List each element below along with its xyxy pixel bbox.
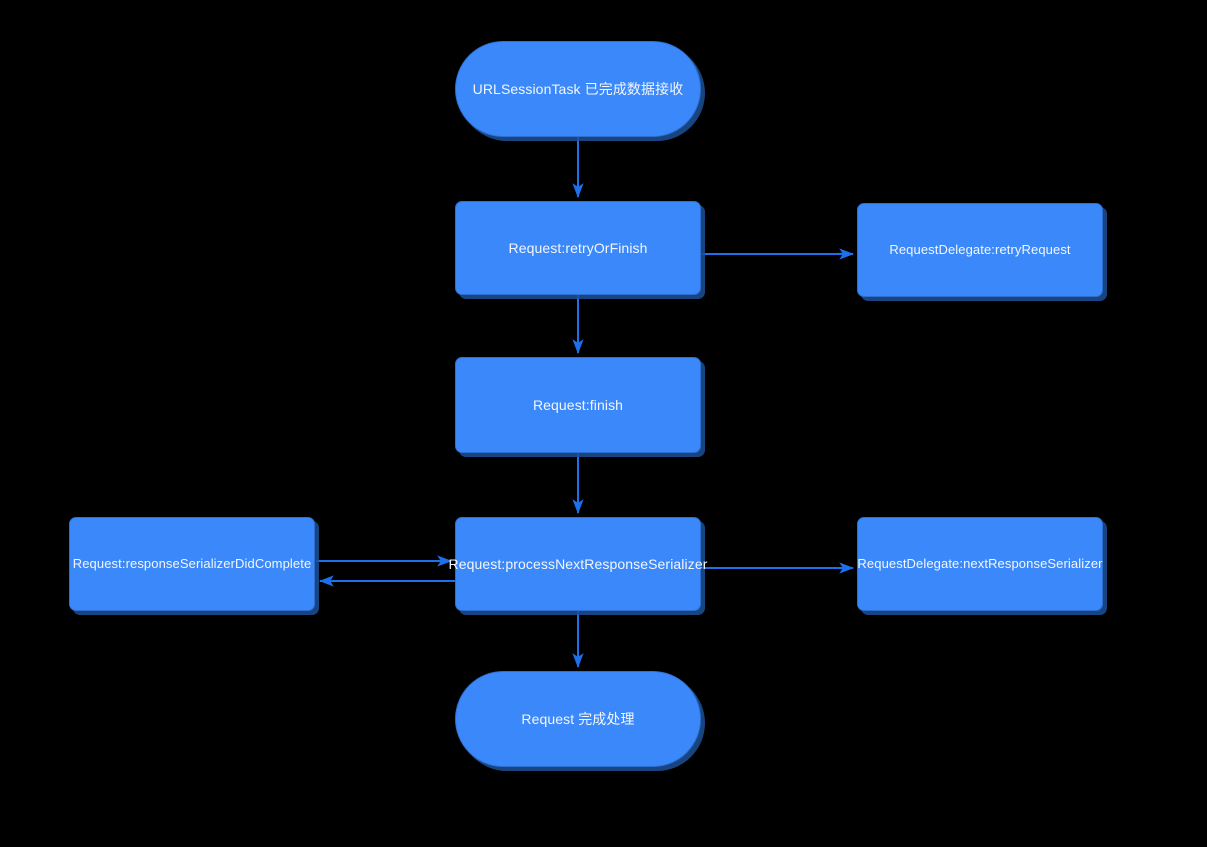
- flow-node-label: Request:retryOrFinish: [508, 239, 648, 256]
- flow-node-label: Request 完成处理: [521, 710, 635, 727]
- flow-node-n4[interactable]: Request:finish: [455, 357, 701, 453]
- flow-node-n3[interactable]: RequestDelegate:retryRequest: [857, 203, 1103, 297]
- flow-node-n6[interactable]: Request:processNextResponseSerializer: [449, 517, 707, 611]
- flow-node-n7[interactable]: RequestDelegate:nextResponseSerializer: [857, 517, 1103, 611]
- flow-node-label: Request:processNextResponseSerializer: [448, 555, 708, 572]
- flow-node-label: Request:finish: [532, 396, 624, 413]
- flow-node-label: RequestDelegate:nextResponseSerializer: [857, 556, 1103, 571]
- flow-node-n5[interactable]: Request:responseSerializerDidComplete: [69, 517, 315, 611]
- flow-node-n8[interactable]: Request 完成处理: [455, 671, 701, 767]
- flow-node-n2[interactable]: Request:retryOrFinish: [455, 201, 701, 295]
- flow-node-label: RequestDelegate:retryRequest: [889, 242, 1071, 257]
- flow-node-label: URLSessionTask 已完成数据接收: [472, 80, 684, 97]
- flow-node-n1[interactable]: URLSessionTask 已完成数据接收: [455, 41, 701, 137]
- flow-node-label: Request:responseSerializerDidComplete: [72, 556, 312, 571]
